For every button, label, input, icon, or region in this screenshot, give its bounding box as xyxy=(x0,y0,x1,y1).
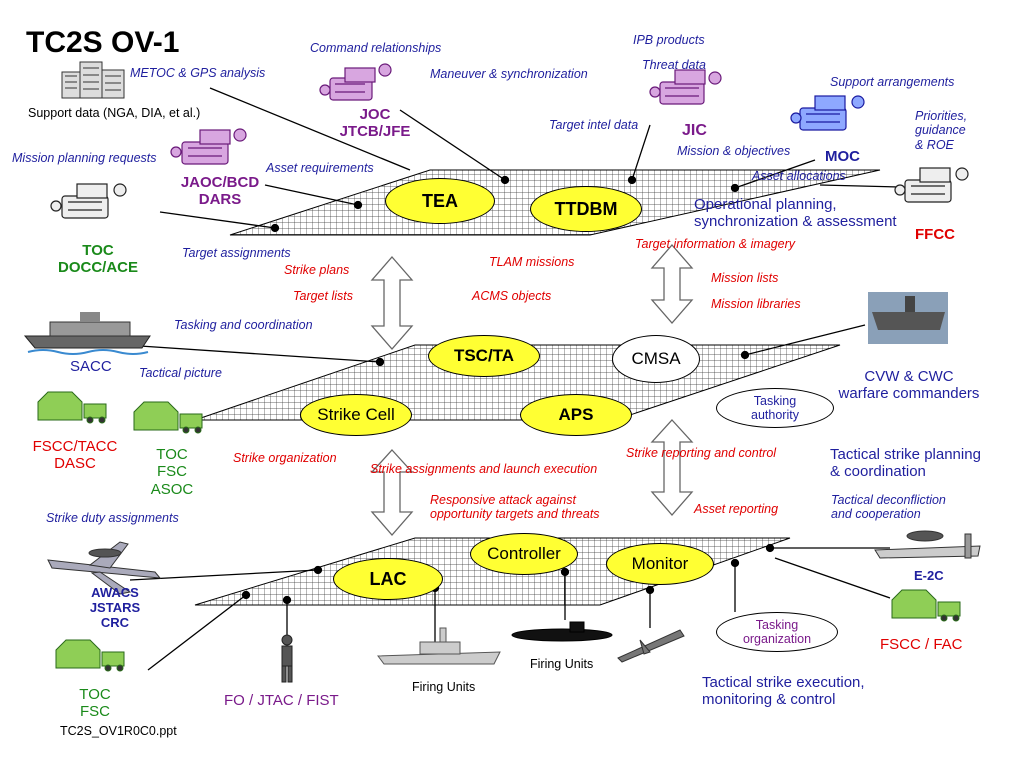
label-target-intel: Target intel data xyxy=(549,118,639,132)
label-mission-libraries: Mission libraries xyxy=(711,297,801,311)
arrow-top-left xyxy=(370,256,414,350)
label-mission-planning: Mission planning requests xyxy=(12,151,157,165)
label-target-assignments: Target assignments xyxy=(182,246,291,260)
tent-truck-icon-3 xyxy=(55,639,125,672)
label-target-lists: Target lists xyxy=(293,289,353,303)
label-strike-plans: Strike plans xyxy=(284,263,350,277)
arrow-bottom-right xyxy=(650,419,694,516)
label-target-info-imagery: Target information & imagery xyxy=(635,237,796,251)
label-asset-requirements: Asset requirements xyxy=(266,161,374,175)
toc-docc-label: TOC DOCC/ACE xyxy=(57,242,138,277)
label-strike-assignments: Strike assignments and launch execution xyxy=(370,462,598,476)
label-threat-data: Threat data xyxy=(642,58,706,72)
label-asset-reporting: Asset reporting xyxy=(694,502,779,516)
joc-label: JOC JTCB/JFE xyxy=(339,106,411,141)
building-icon xyxy=(61,61,125,99)
node-monitor[interactable]: Monitor xyxy=(606,543,714,585)
node-cmsa[interactable]: CMSA xyxy=(612,335,700,383)
fscc-tacc-label: FSCC/TACC DASC xyxy=(32,438,118,473)
label-command-relationships: Command relationships xyxy=(310,41,442,55)
support-data-label: Support data (NGA, DIA, et al.) xyxy=(28,106,201,120)
label-tactical-deconfliction: Tactical deconfliction and cooperation xyxy=(831,493,946,522)
label-ipb-products: IPB products xyxy=(633,33,705,47)
node-tasking-authority[interactable]: Tasking authority xyxy=(716,388,834,428)
node-aps[interactable]: APS xyxy=(520,394,632,436)
carrier-icon xyxy=(868,292,948,344)
label-strike-organization: Strike organization xyxy=(233,451,337,465)
label-tlam-missions: TLAM missions xyxy=(489,255,575,269)
firing-units-label-1: Firing Units xyxy=(412,680,476,694)
caption-tactical-execution: Tactical strike execution, monitoring & … xyxy=(702,674,865,709)
fo-jtac-fist-label: FO / JTAC / FIST xyxy=(224,692,339,709)
label-tasking-coordination: Tasking and coordination xyxy=(174,318,313,332)
jic-icon xyxy=(649,69,722,105)
toc-fsc-asoc-label: TOC FSC ASOC xyxy=(150,446,194,498)
moc-icon xyxy=(790,95,865,131)
label-tactical-picture: Tactical picture xyxy=(139,366,222,380)
node-tsc-ta[interactable]: TSC/TA xyxy=(428,335,540,377)
node-ttdbm[interactable]: TTDBM xyxy=(530,186,642,232)
label-support-arrangements: Support arrangements xyxy=(830,75,955,89)
e2c-aircraft-icon xyxy=(874,530,981,559)
jaoc-icon xyxy=(170,128,247,165)
label-strike-reporting: Strike reporting and control xyxy=(626,446,777,460)
toc-icon xyxy=(50,183,127,219)
firing-units-label-2: Firing Units xyxy=(530,657,594,671)
node-strike-cell[interactable]: Strike Cell xyxy=(300,394,412,436)
caption-operational: Operational planning, synchronization & … xyxy=(694,196,897,231)
node-lac[interactable]: LAC xyxy=(333,558,443,600)
destroyer-icon xyxy=(377,627,501,665)
caption-tactical-planning: Tactical strike planning & coordination xyxy=(830,446,981,481)
label-asset-allocations: Asset allocations xyxy=(752,169,846,183)
label-mission-lists: Mission lists xyxy=(711,271,779,285)
joc-icon xyxy=(319,63,392,101)
node-tasking-organization[interactable]: Tasking organization xyxy=(716,612,838,652)
toc-fsc-label: TOC FSC xyxy=(79,686,111,721)
footer-filename: TC2S_OV1R0C0.ppt xyxy=(60,724,177,738)
arrow-bottom-left xyxy=(370,449,414,536)
node-tea[interactable]: TEA xyxy=(385,178,495,224)
missile-icon xyxy=(617,629,685,663)
ship-icon xyxy=(23,312,151,355)
arrow-top-right xyxy=(650,244,694,324)
jaoc-label: JAOC/BCD DARS xyxy=(180,174,260,209)
ffcc-icon xyxy=(894,167,969,203)
label-strike-duty: Strike duty assignments xyxy=(46,511,179,525)
sacc-label: SACC xyxy=(70,358,112,375)
moc-label: MOC xyxy=(825,148,860,165)
label-acms-objects: ACMS objects xyxy=(472,289,552,303)
awacs-aircraft-icon xyxy=(47,541,162,595)
tent-truck-icon-4 xyxy=(891,589,961,622)
awacs-label: AWACS JSTARS CRC xyxy=(89,585,141,630)
ffcc-label: FFCC xyxy=(915,226,955,243)
node-controller[interactable]: Controller xyxy=(470,533,578,575)
submarine-icon xyxy=(511,621,613,642)
fscc-fac-label: FSCC / FAC xyxy=(880,636,963,653)
label-metoc: METOC & GPS analysis xyxy=(130,66,266,80)
tent-truck-icon-1 xyxy=(37,391,107,424)
soldier-icon xyxy=(281,634,293,683)
cvw-cwc-label: CVW & CWC warfare commanders xyxy=(838,368,980,403)
label-priorities: Priorities, guidance & ROE xyxy=(915,109,968,152)
label-responsive-attack: Responsive attack against opportunity ta… xyxy=(430,493,600,522)
tent-truck-icon-2 xyxy=(133,401,203,434)
page-title: TC2S OV-1 xyxy=(26,26,180,59)
jic-label: JIC xyxy=(682,122,707,139)
e2c-label: E-2C xyxy=(914,568,944,583)
label-maneuver: Maneuver & synchronization xyxy=(430,67,588,81)
label-mission-objectives: Mission & objectives xyxy=(677,144,791,158)
